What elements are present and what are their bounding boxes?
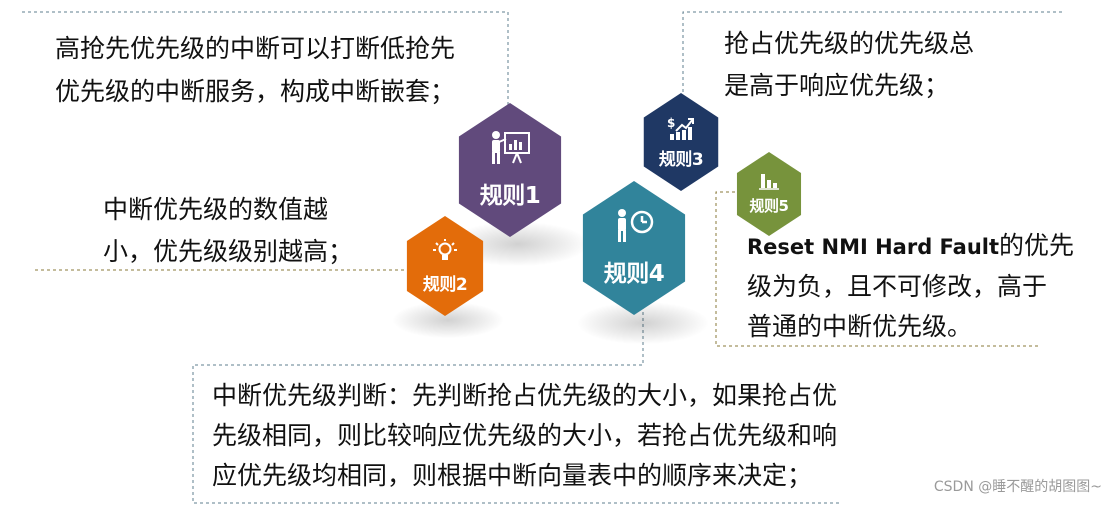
rule5-text-line3: 普通的中断优先级。: [747, 312, 973, 341]
rule3-text-line1: 抢占优先级的优先级总: [724, 29, 975, 58]
rule2-label: 规则2: [422, 274, 468, 295]
hexagon-rule3: $ 规则3: [643, 93, 719, 191]
rule3-label: 规则3: [658, 149, 704, 170]
rule2-text-line2: 小，优先级级别越高；: [103, 237, 354, 266]
person-clock-icon: [618, 209, 654, 242]
presentation-icon: [492, 131, 530, 164]
rule1-text-line2: 优先级的中断服务，构成中断嵌套；: [55, 77, 456, 106]
rule2-text-line1: 中断优先级的数值越: [103, 195, 329, 224]
rule3-text-line2: 是高于响应优先级；: [724, 71, 950, 100]
watermark: CSDN @睡不醒的胡图图~: [933, 479, 1102, 495]
rule4-label: 规则4: [603, 261, 665, 287]
svg-text:$: $: [667, 116, 675, 130]
hexagon-rule5: 规则5: [736, 152, 802, 236]
growth-chart-icon: $: [667, 116, 694, 140]
rule1-text-line1: 高抢先优先级的中断可以打断低抢先: [55, 34, 456, 63]
rule4-text-line1: 中断优先级判断：先判断抢占优先级的大小，如果抢占优: [212, 381, 838, 410]
callout-frame-rule4: [192, 300, 840, 504]
rule2-text: 中断优先级的数值越 小，优先级级别越高；: [103, 190, 353, 272]
rule5-text-line1-rest: 的优先: [999, 231, 1075, 260]
callout-frame-rule1: [22, 11, 509, 112]
rule4-text: 中断优先级判断：先判断抢占优先级的大小，如果抢占优 先级相同，则比较响应优先级的…: [212, 376, 837, 496]
rule3-text: 抢占优先级的优先级总 是高于响应优先级；: [724, 24, 974, 106]
rule5-text-bold: Reset NMI Hard Fault: [747, 235, 1000, 259]
rule5-text: Reset NMI Hard Fault的优先 级为负，且不可修改，高于 普通的…: [747, 226, 1074, 347]
rule5-text-line1: Reset NMI Hard Fault的优先: [747, 226, 1074, 267]
rule4-text-line2: 先级相同，则比较响应优先级的大小，若抢占优先级和响: [212, 421, 838, 450]
callout-frame-rule3: [682, 11, 1062, 95]
rule1-label: 规则1: [479, 183, 541, 209]
lightbulb-icon: [433, 238, 457, 260]
rule1-text: 高抢先优先级的中断可以打断低抢先 优先级的中断服务，构成中断嵌套；: [55, 29, 455, 112]
rule4-text-line3: 应优先级均相同，则根据中断向量表中的顺序来决定；: [212, 461, 813, 490]
rule5-label: 规则5: [749, 197, 789, 215]
bar-chart-icon: [759, 174, 779, 190]
rule5-text-line2: 级为负，且不可修改，高于: [747, 272, 1048, 301]
